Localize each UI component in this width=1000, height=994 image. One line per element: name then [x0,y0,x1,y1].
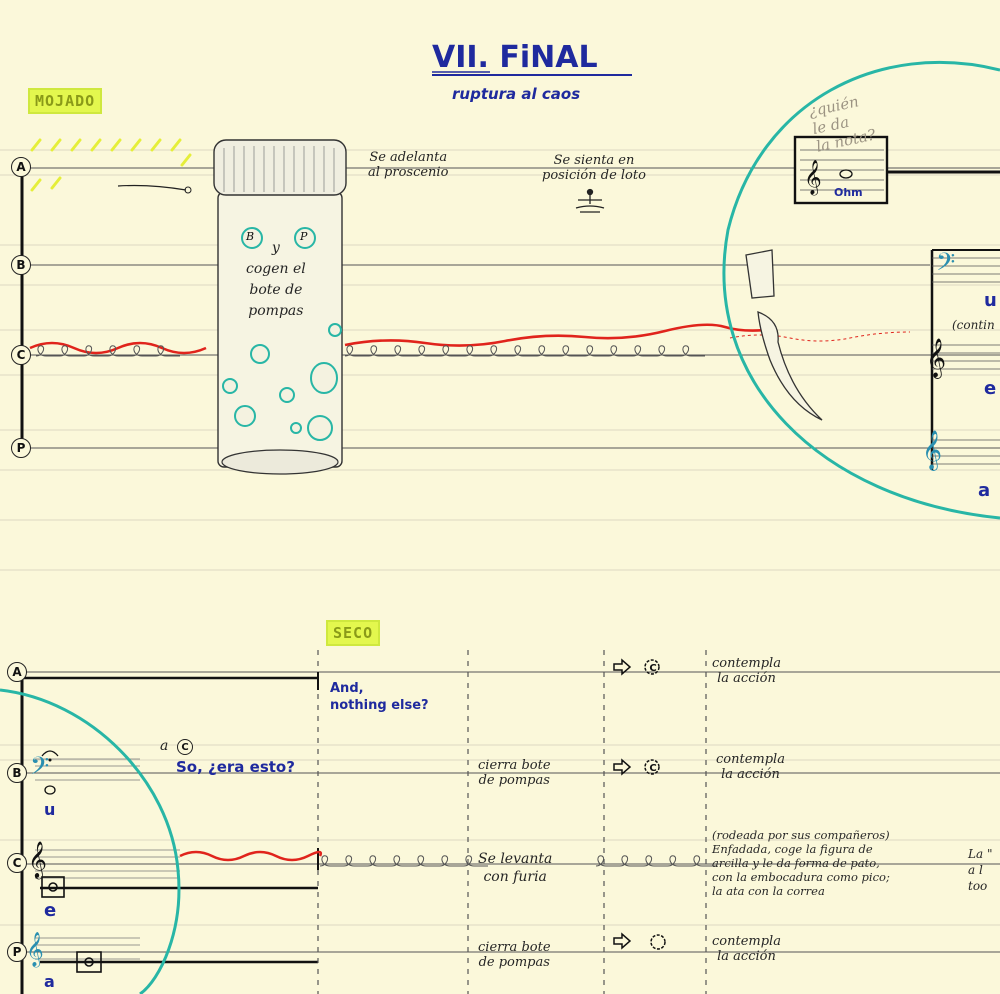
staff-label-b-2: B [7,763,27,783]
treble-clef-c: 𝄞 [28,840,47,878]
dry-marker: SECO [326,620,381,646]
staff-label-a-1: A [11,157,31,177]
section-dividers [317,650,707,994]
vowel-a-right: a [978,480,991,501]
lotus-figure [575,188,605,213]
teal-circle-1 [722,61,1000,520]
treble-clef-right: 𝄞 [926,338,947,378]
system2-staff [22,671,1000,953]
section-subtitle: ruptura al caos [452,85,581,103]
system1-staff [22,167,1000,449]
target-c-b: C [649,762,657,774]
staff-label-p-1: P [11,438,31,458]
ohm-box [793,135,889,205]
vowel-e-c: e [44,900,57,921]
loops-1 [35,345,705,357]
ohm-label: Ohm [834,186,863,199]
gear-icon-group [644,659,666,950]
staff-label-a-2: A [7,662,27,682]
close-bubbles-p: cierra bote de pompas [478,940,551,970]
staff-label-b-1: B [11,255,31,275]
teal-circle-2 [0,688,181,994]
clay-duck-instruction: (rodeada por sus compañeros) Enfadada, c… [712,828,890,898]
was-this-it-question: So, ¿era esto? [176,758,295,776]
staff-label-p-2: P [7,942,27,962]
action-lotus-position: Se sienta en posición de loto [542,153,646,183]
treble-clef-right-p: 𝄞 [922,430,943,470]
right-staff-fragment [930,249,1000,470]
jar-label-b: B [246,230,255,243]
jar-instruction: y cogen el bote de pompas [246,240,306,319]
paper-rules [0,149,1000,926]
contemplate-action-a: contempla la acción [712,656,781,686]
contemplate-action-b: contempla la acción [716,752,785,782]
staff-label-c-1: C [11,345,31,365]
vowel-e-right: e [984,378,997,399]
target-c-a: C [649,662,657,674]
wet-marks [30,138,192,192]
address-c-circle: C [177,739,193,755]
stands-up-furious: Se levanta con furia [478,851,553,885]
loops-2 [319,855,716,867]
close-bubbles-b: cierra bote de pompas [478,758,551,788]
bass-clef-b: 𝄢 [30,752,50,787]
cut-off-text-right: La " a l too [968,847,993,893]
treble-clef-p: 𝄞 [26,932,44,967]
vowel-u-b: u [44,800,56,819]
vowel-u-right: u [984,290,997,311]
jar-label-p: P [300,230,308,243]
action-advance-proscenium: Se adelanta al proscenio [368,150,449,180]
treble-clef-ohm: 𝄞 [804,160,822,195]
section-title: VII. FiNAL [432,40,598,75]
contemplate-action-p: contempla la acción [712,934,781,964]
bass-clef-right: 𝄢 [936,248,956,283]
red-wave-1 [29,323,776,355]
staff-label-c-2: C [7,853,27,873]
address-c-prefix: a [160,738,169,754]
vowel-a-p: a [44,972,55,991]
red-wave-2 [179,850,323,862]
continuo-label: (contin [952,318,995,332]
nothing-else-question: And, nothing else? [330,681,429,713]
bubble-jar-drawing [213,139,347,475]
arrow-icons [613,658,632,950]
boxed-notes-2 [41,876,102,973]
horn-drawing [745,249,823,421]
wet-marker: MOJADO [28,88,103,114]
